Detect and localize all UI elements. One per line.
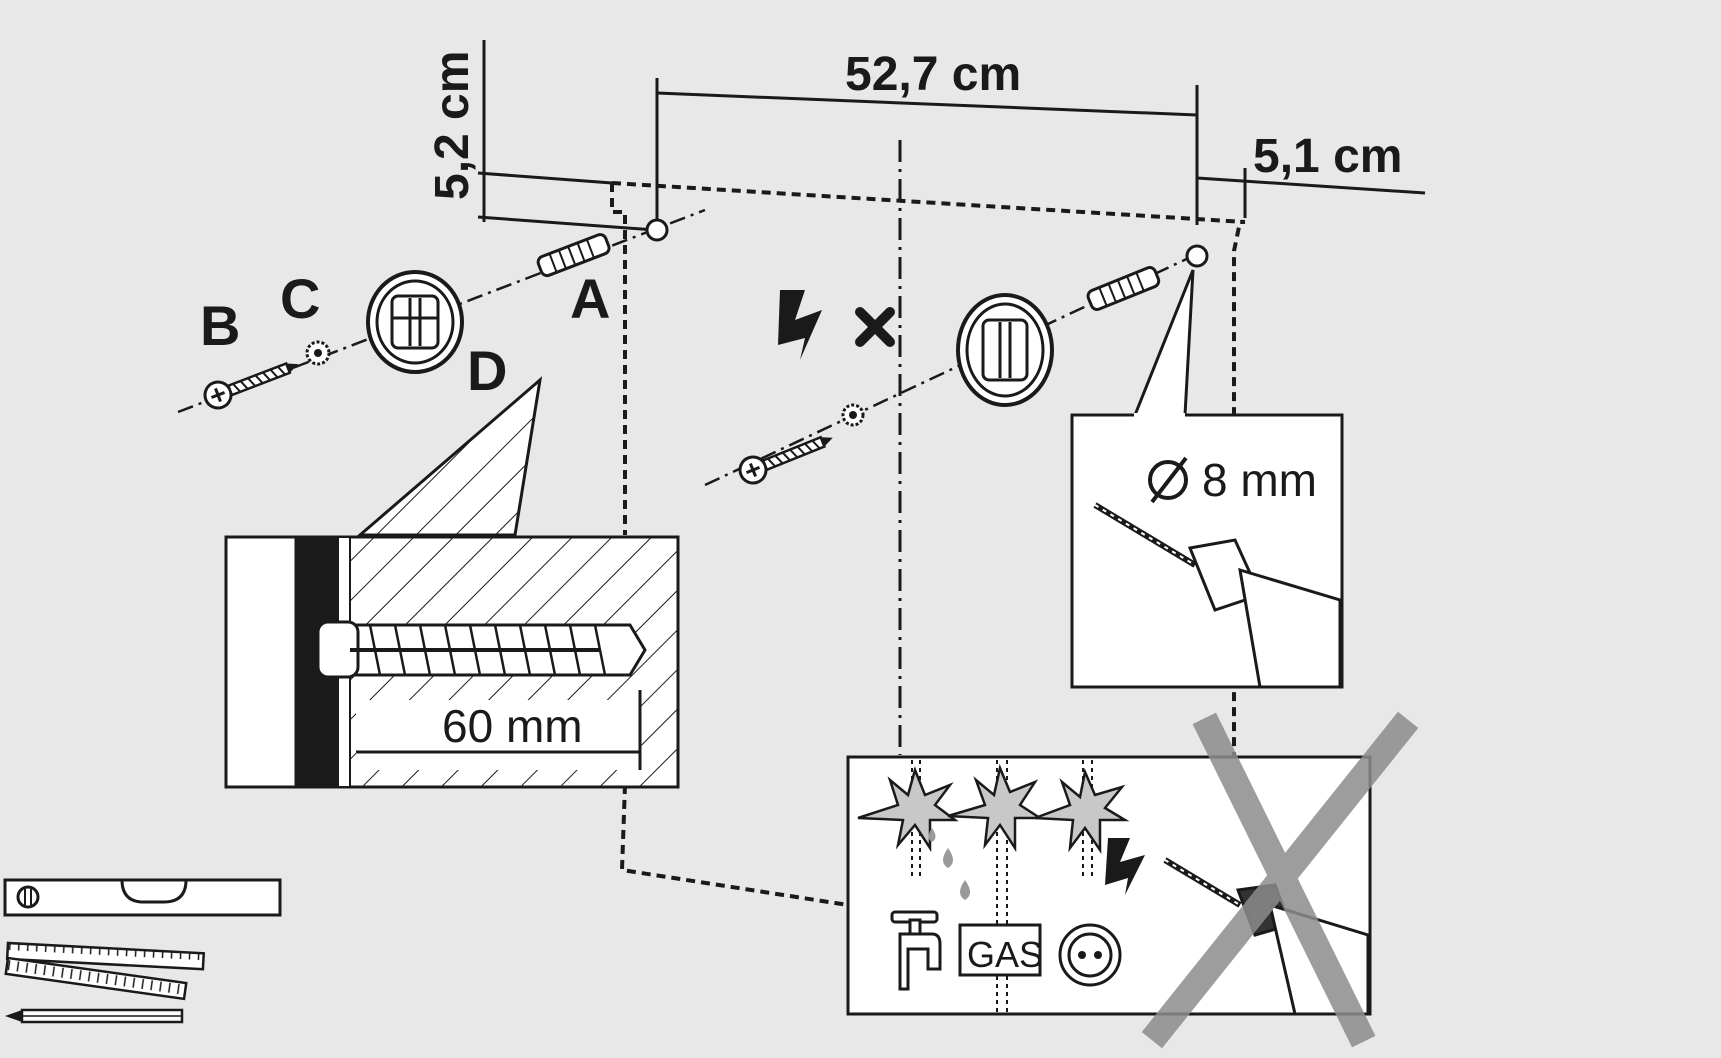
side-offset-dimension-label: 5,1 cm xyxy=(1253,130,1402,183)
water-drop-icon xyxy=(928,828,970,900)
dimension-lines xyxy=(477,40,1426,232)
wall-plug-icon xyxy=(1086,266,1161,311)
socket-icon xyxy=(1058,923,1122,987)
gas-icon xyxy=(958,923,1042,977)
drill-hole-right xyxy=(1185,244,1209,268)
washer-icon xyxy=(841,403,865,427)
spark-icon xyxy=(947,763,1045,853)
top-offset-dimension-label: 5,2 cm xyxy=(426,51,479,200)
spirit-level-icon xyxy=(3,878,282,917)
width-dimension-label: 52,7 cm xyxy=(845,48,1021,101)
device-outline xyxy=(610,181,1246,907)
cover-cap-icon xyxy=(956,293,1054,407)
drill-hole-left xyxy=(645,218,669,242)
folding-ruler-icon xyxy=(4,941,206,1001)
water-tap-icon xyxy=(890,910,942,991)
pencil-icon xyxy=(5,1008,184,1024)
right-fixing-set xyxy=(738,266,1161,485)
lightning-icon xyxy=(1105,838,1145,895)
part-label-c: C xyxy=(280,267,320,330)
left-fixing-set xyxy=(203,233,611,410)
gas-label: GAS xyxy=(967,934,1043,975)
part-label-d: D xyxy=(467,339,507,402)
spark-icon xyxy=(857,766,959,853)
cover-cap-icon xyxy=(366,270,464,374)
cross-icon xyxy=(855,307,895,347)
diameter-icon xyxy=(1148,456,1188,504)
lightning-icon xyxy=(778,290,822,360)
utilities-warning-inset: GAS xyxy=(846,711,1419,1049)
drill-icon xyxy=(1093,502,1342,689)
prohibited-cross-icon xyxy=(1141,711,1419,1049)
screw-icon xyxy=(203,361,299,410)
installed-screw-icon xyxy=(316,620,647,679)
drill-callout xyxy=(1070,269,1344,689)
drill-depth-label: 60 mm xyxy=(442,700,583,752)
part-label-a: A xyxy=(570,267,610,330)
spark-icon xyxy=(1034,767,1130,855)
screw-icon xyxy=(738,435,833,485)
drill-diameter-label: 8 mm xyxy=(1202,454,1317,506)
washer-icon xyxy=(305,340,331,366)
wall-plug-icon xyxy=(536,233,611,278)
wall-section-inset xyxy=(224,376,680,789)
part-label-b: B xyxy=(200,294,240,357)
